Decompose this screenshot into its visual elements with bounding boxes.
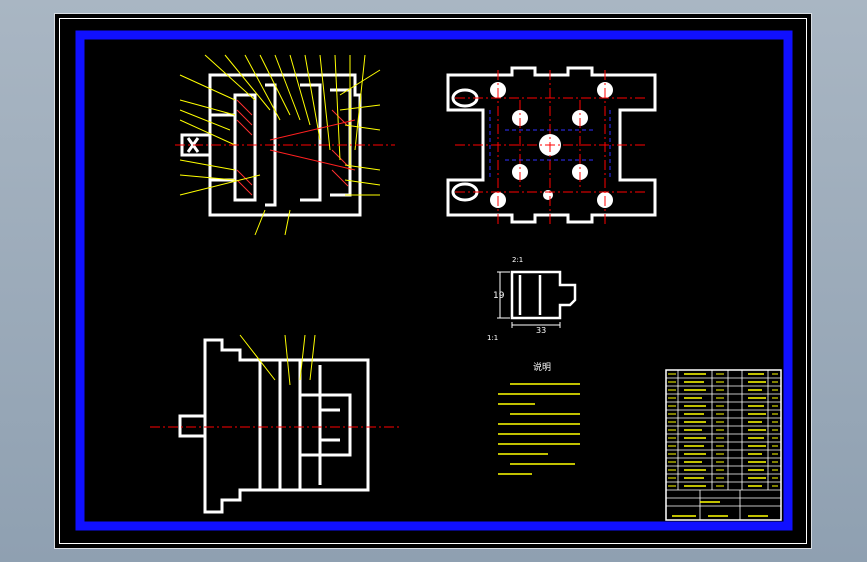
plan-view-hidden-lines <box>489 110 611 180</box>
side-view-leaders <box>239 334 316 386</box>
dimension-left: 19 <box>493 291 505 301</box>
sheet-outer-frame <box>59 18 807 544</box>
plan-view-centerlines <box>455 70 645 225</box>
view-mark: 1:1 <box>487 334 498 342</box>
drawing-viewport[interactable] <box>54 13 812 549</box>
title-block <box>665 369 782 521</box>
side-view-bottom-left <box>178 338 370 514</box>
detail-view <box>510 270 577 320</box>
sheet-border <box>75 30 793 531</box>
notes-title: 说明 <box>533 361 551 373</box>
detail-view-dims <box>497 271 561 328</box>
section-view-leaders <box>179 54 381 236</box>
notes-text-lines <box>498 383 580 475</box>
section-view-lines <box>269 119 356 171</box>
detail-mark: 2:1 <box>512 256 523 264</box>
dimension-bottom: 33 <box>536 326 546 335</box>
